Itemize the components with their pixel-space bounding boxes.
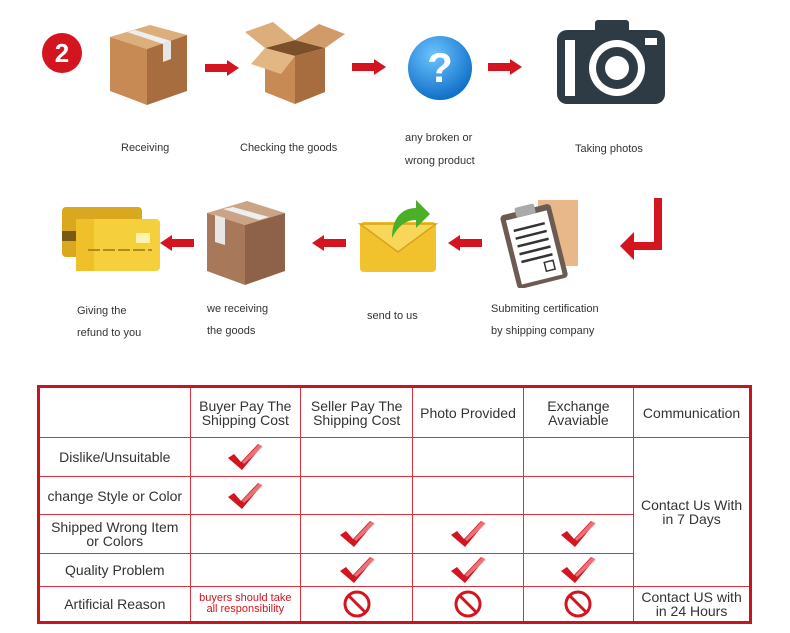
status-cell: [300, 586, 414, 623]
envelope-icon: [358, 200, 438, 272]
table-row: Artificial Reason buyers should take all…: [38, 586, 751, 623]
checkmark-icon: [228, 444, 264, 470]
status-cell: [522, 437, 635, 477]
status-cell: [189, 514, 302, 554]
step-label-send: send to us: [367, 310, 418, 322]
reason-cell: Dislike/Unsuitable: [38, 437, 191, 477]
status-cell: [412, 586, 524, 623]
svg-text:?: ?: [427, 44, 453, 91]
communication-cell: Contact US with in 24 Hours: [633, 586, 751, 623]
step-label-we-receiving-2: the goods: [207, 325, 256, 337]
reason-cell: Shipped Wrong Item or Colors: [38, 514, 191, 554]
prohibited-icon: [454, 590, 482, 618]
closed-box-icon: [110, 25, 187, 105]
arrow-left-icon: [448, 235, 482, 251]
step-label-broken-2: wrong product: [405, 155, 475, 167]
status-cell: [300, 514, 414, 554]
status-cell: [189, 553, 302, 587]
step-label-receiving: Receiving: [121, 142, 170, 154]
checkmark-icon: [339, 521, 375, 547]
step-label-photos: Taking photos: [575, 143, 643, 155]
status-cell: [189, 476, 302, 515]
communication-cell: Contact Us With in 7 Days: [633, 437, 751, 587]
status-cell: buyers should take all responsibility: [189, 586, 302, 623]
camera-icon: [557, 20, 665, 104]
step-label-refund-1: Giving the: [77, 305, 127, 317]
step-label-submit-2: by shipping company: [491, 325, 595, 337]
header-cell: Exchange Avaviable: [522, 386, 635, 438]
header-cell: Seller Pay The Shipping Cost: [300, 386, 414, 438]
prohibited-icon: [564, 590, 592, 618]
closed-box-icon: [207, 201, 285, 285]
step-label-we-receiving-1: we receiving: [207, 303, 269, 315]
status-cell: [300, 553, 414, 587]
checkmark-icon: [339, 557, 375, 583]
status-cell: [412, 553, 524, 587]
checkmark-icon: [451, 521, 486, 547]
open-box-icon: [245, 22, 345, 104]
header-cell: [38, 386, 191, 438]
arrow-left-icon: [160, 235, 194, 251]
arrow-left-icon: [312, 235, 346, 251]
status-cell: [412, 476, 524, 515]
prohibited-icon: [343, 590, 371, 618]
header-cell: Photo Provided: [412, 386, 524, 438]
table-header-row: Buyer Pay The Shipping Cost Seller Pay T…: [38, 386, 751, 438]
checkmark-icon: [561, 521, 597, 547]
checkmark-icon: [561, 557, 597, 583]
return-policy-table: Buyer Pay The Shipping Cost Seller Pay T…: [37, 385, 752, 624]
checkmark-icon: [451, 557, 486, 583]
status-cell: [189, 437, 302, 477]
status-cell: [300, 476, 414, 515]
header-cell: Communication: [633, 386, 751, 438]
step-number-badge: 2: [42, 33, 82, 73]
status-cell: [412, 437, 524, 477]
step-label-submit-1: Submiting certification: [491, 303, 599, 315]
question-mark-icon: ?: [408, 36, 472, 100]
arrow-right-icon: [488, 59, 522, 75]
status-cell: [522, 553, 635, 587]
header-cell: Buyer Pay The Shipping Cost: [189, 386, 302, 438]
clipboard-icon: [500, 200, 578, 288]
status-cell: [522, 514, 635, 554]
reason-cell: Quality Problem: [38, 553, 191, 587]
step-label-refund-2: refund to you: [77, 327, 142, 339]
table-row: Dislike/Unsuitable Contact Us With in 7 …: [38, 437, 751, 587]
reason-cell: change Style or Color: [38, 476, 191, 515]
table-row: Quality Problem: [38, 553, 751, 587]
arrow-right-icon: [352, 59, 386, 75]
arrow-right-icon: [205, 60, 239, 76]
arrow-turn-down-left-icon: [620, 198, 662, 260]
status-cell: [300, 437, 414, 477]
status-cell: [522, 586, 635, 623]
status-cell: [522, 476, 635, 515]
table-row: Shipped Wrong Item or Colors: [38, 514, 751, 554]
step-label-checking: Checking the goods: [240, 142, 338, 154]
reason-cell: Artificial Reason: [38, 586, 191, 623]
status-cell: [412, 514, 524, 554]
step-label-broken-1: any broken or: [405, 132, 473, 144]
checkmark-icon: [228, 482, 264, 509]
credit-cards-icon: [62, 207, 160, 271]
